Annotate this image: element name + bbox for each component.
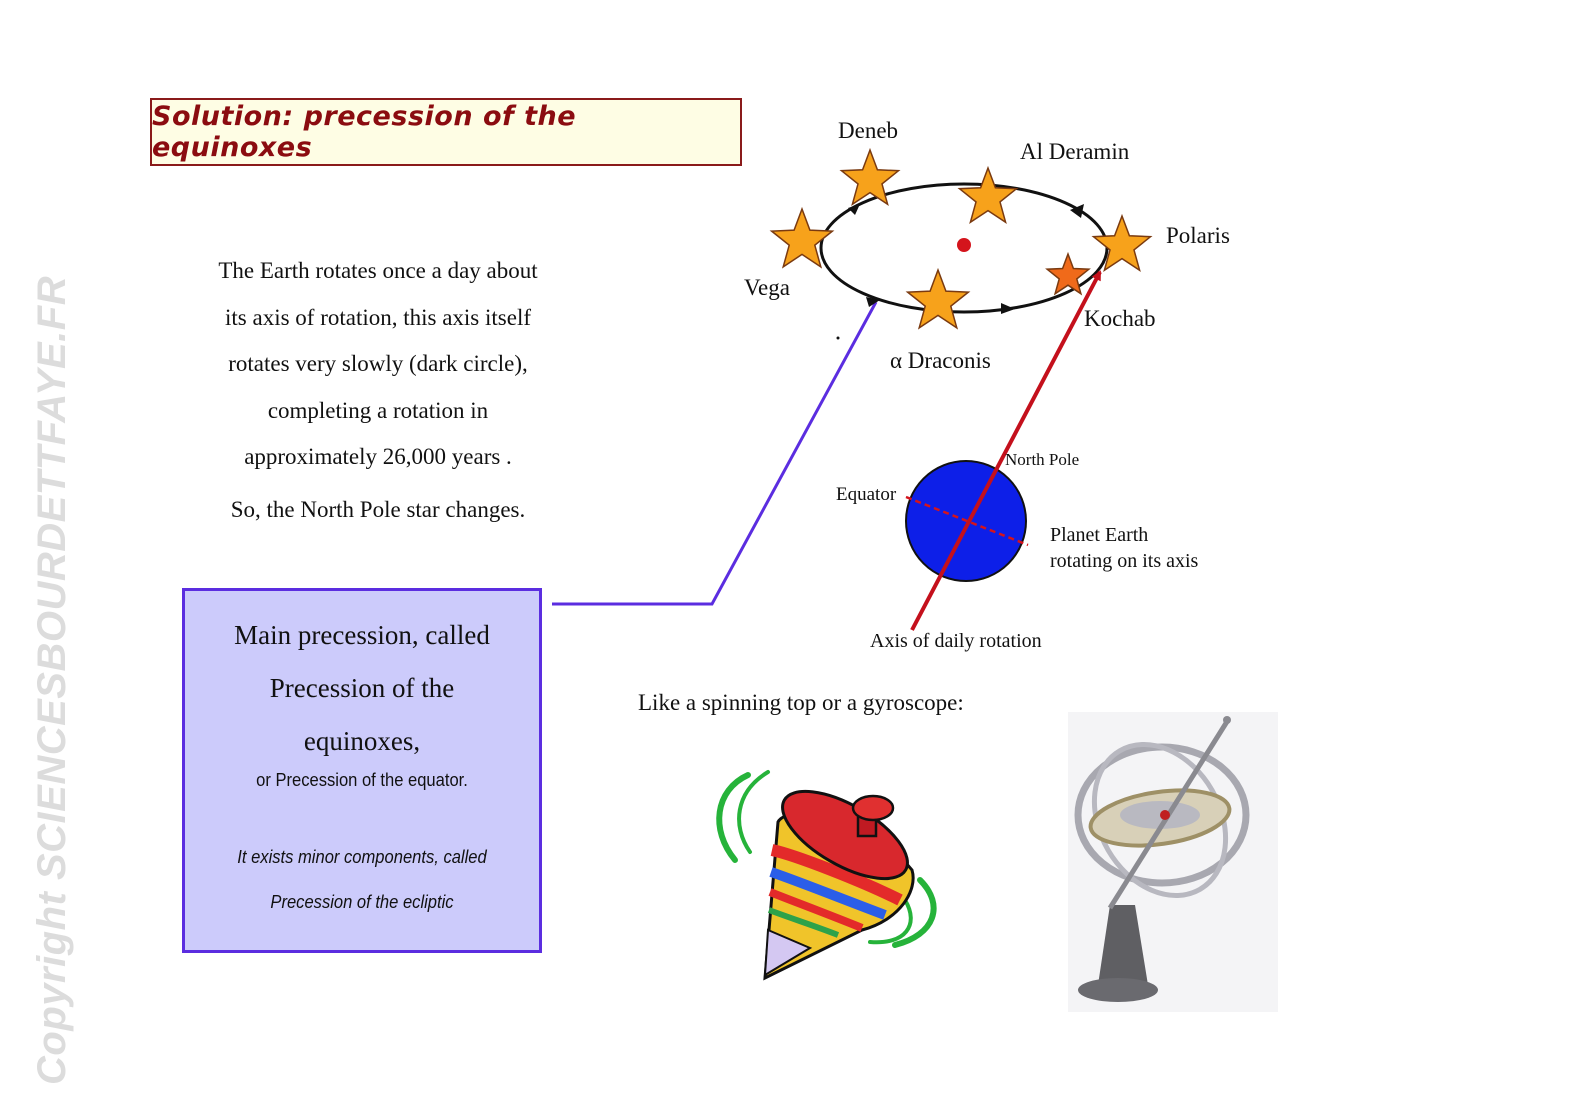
connector-line xyxy=(552,301,878,606)
label-kochab: Kochab xyxy=(1084,306,1156,331)
intro-line: completing a rotation in xyxy=(267,397,489,423)
precession-line: Precession of the xyxy=(269,673,455,703)
label-planet-earth: Planet Earth rotating on its axis xyxy=(1050,522,1198,574)
precession-box: Main precession, called Precession of th… xyxy=(182,588,542,953)
precession-subtitle: or Precession of the equator. xyxy=(256,770,468,790)
small-dot xyxy=(836,336,840,340)
precession-minor-line: Precession of the ecliptic xyxy=(270,892,454,912)
label-alpha-draconis: α Draconis xyxy=(890,348,991,373)
spinning-caption: Like a spinning top or a gyroscope: xyxy=(638,690,964,715)
intro-conclusion: So, the North Pole star changes. xyxy=(230,497,526,522)
intro-line: The Earth rotates once a day about xyxy=(218,258,538,283)
star-deneb-icon xyxy=(839,147,901,207)
label-equator: Equator xyxy=(836,484,897,505)
label-planet-line: rotating on its axis xyxy=(1050,550,1199,572)
star-al-deramin-icon xyxy=(957,165,1019,225)
copyright-watermark: Copyright SCIENCESBOURDETTFAYE.FR xyxy=(30,275,74,1085)
ellipse-arrow xyxy=(866,297,880,307)
label-axis: Axis of daily rotation xyxy=(870,630,1042,652)
ellipse-arrow xyxy=(1001,303,1015,314)
stars-group xyxy=(769,147,1153,330)
star-kochab-icon xyxy=(1045,251,1091,296)
label-vega: Vega xyxy=(744,275,790,300)
ellipse-arrow xyxy=(848,204,860,215)
intro-line: its axis of rotation, this axis itself xyxy=(225,304,531,330)
label-deneb: Deneb xyxy=(838,118,899,143)
star-vega-icon xyxy=(769,206,835,269)
precession-line: equinoxes, xyxy=(303,726,421,756)
intro-line: rotates very slowly (dark circle), xyxy=(228,351,528,376)
gyroscope-image xyxy=(1068,712,1278,1012)
spinning-top-image xyxy=(716,770,937,981)
label-north-pole: North Pole xyxy=(1005,450,1080,469)
precession-main-text: Main precession, called Precession of th… xyxy=(185,609,539,768)
precession-minor-line: It exists minor components, called xyxy=(237,847,487,867)
ellipse-center-dot xyxy=(957,238,971,252)
precession-minor: It exists minor components, called Prece… xyxy=(199,835,525,925)
intro-paragraph: The Earth rotates once a day about its a… xyxy=(180,248,576,481)
label-polaris: Polaris xyxy=(1166,223,1230,248)
rotation-axis xyxy=(910,270,1102,631)
label-al-deramin: Al Deramin xyxy=(1020,139,1130,164)
page-title: Solution: precession of the equinoxes xyxy=(152,101,577,163)
title-box: Solution: precession of the equinoxes xyxy=(150,98,742,166)
intro-line: approximately 26,000 years . xyxy=(244,444,512,469)
star-alpha-draconis-icon xyxy=(905,267,971,330)
label-planet-line: Planet Earth xyxy=(1050,524,1149,546)
ellipse-arrow xyxy=(1070,204,1084,218)
precession-line: Main precession, called xyxy=(234,620,490,650)
star-polaris-icon xyxy=(1091,213,1153,273)
